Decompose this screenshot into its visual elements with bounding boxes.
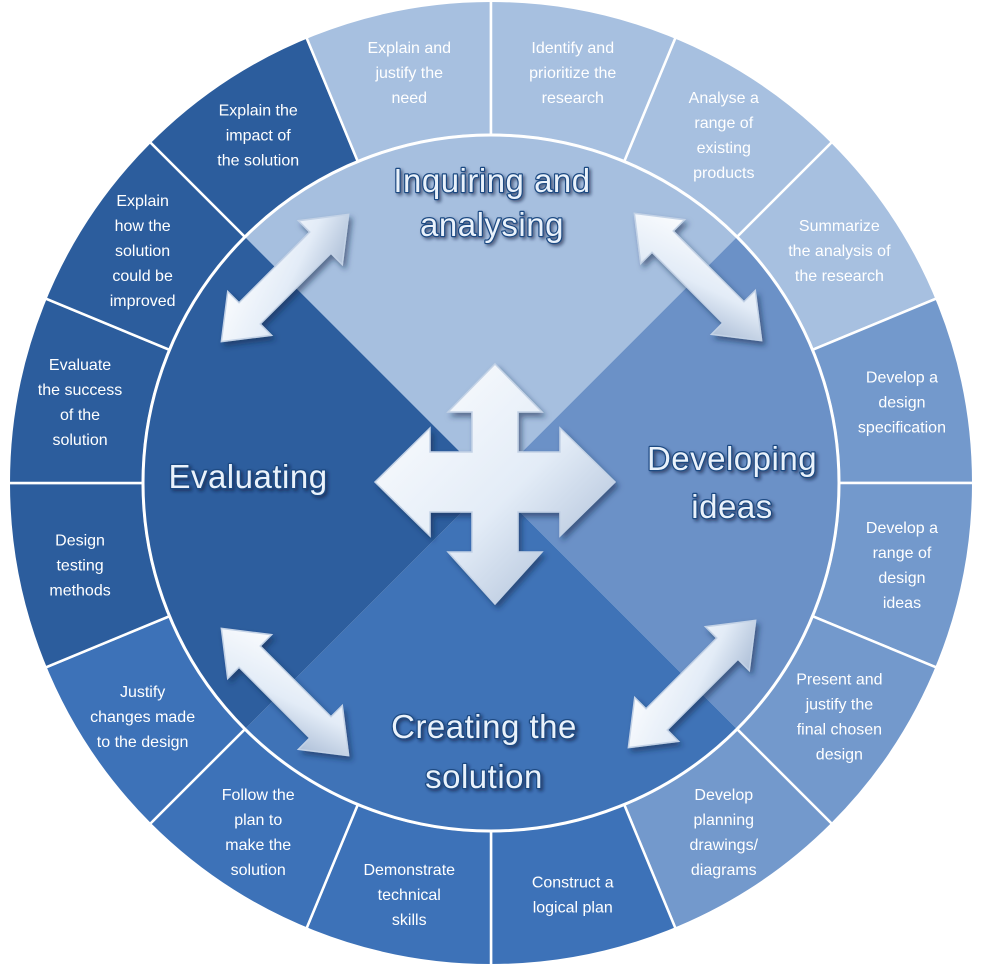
arrows: [220, 212, 763, 757]
diagonal-arrow-bottom-left-icon: [220, 627, 350, 757]
diagonal-arrow-top-right-icon: [633, 212, 763, 342]
quadrant-inquiring: [244, 135, 738, 484]
quadrant-evaluating: [142, 236, 491, 730]
center-cross-arrow-icon: [373, 362, 617, 606]
diagonal-arrow-top-left-icon: [220, 213, 350, 343]
inner-circle: [8, 0, 974, 966]
quadrant-creating: [244, 483, 738, 831]
phase-label-evaluating: Evaluating: [168, 458, 327, 495]
diagonal-arrow-bottom-right-icon: [627, 619, 757, 749]
quadrant-developing: [491, 236, 839, 730]
